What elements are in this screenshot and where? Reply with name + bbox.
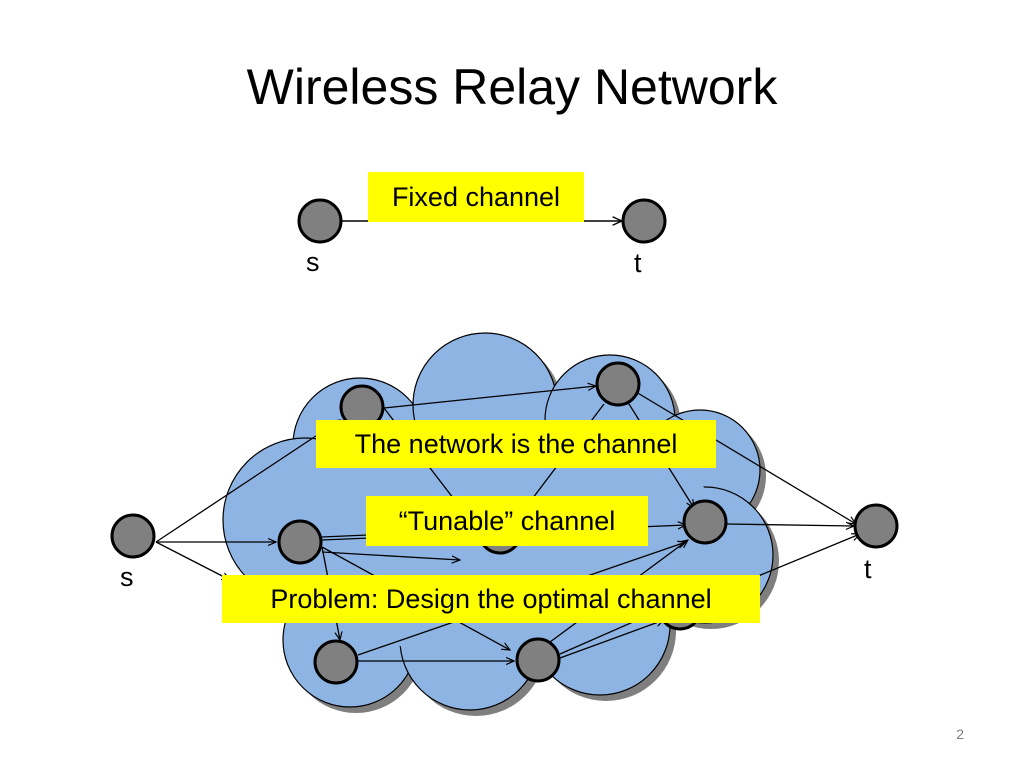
- source-label-top: s: [306, 247, 320, 277]
- page-number: 2: [956, 726, 964, 742]
- relay-node-8: [515, 637, 561, 683]
- source-label: s: [120, 562, 134, 592]
- node-t-top: [621, 198, 667, 244]
- node-s-top: [297, 198, 343, 244]
- problem-callout: Problem: Design the optimal channel: [222, 575, 760, 623]
- target-label: t: [864, 554, 872, 584]
- node-s: [110, 513, 156, 559]
- fixed-channel-callout: Fixed channel: [368, 172, 584, 222]
- network-channel-callout: The network is the channel: [316, 420, 716, 468]
- tunable-channel-callout: “Tunable” channel: [366, 496, 648, 546]
- target-label-top: t: [634, 248, 642, 278]
- node-t: [853, 503, 899, 549]
- slide-title: Wireless Relay Network: [246, 59, 778, 115]
- relay-node-7: [313, 639, 359, 685]
- relay-node-5: [682, 499, 728, 545]
- relay-node-2: [595, 361, 641, 407]
- relay-node-3: [277, 519, 323, 565]
